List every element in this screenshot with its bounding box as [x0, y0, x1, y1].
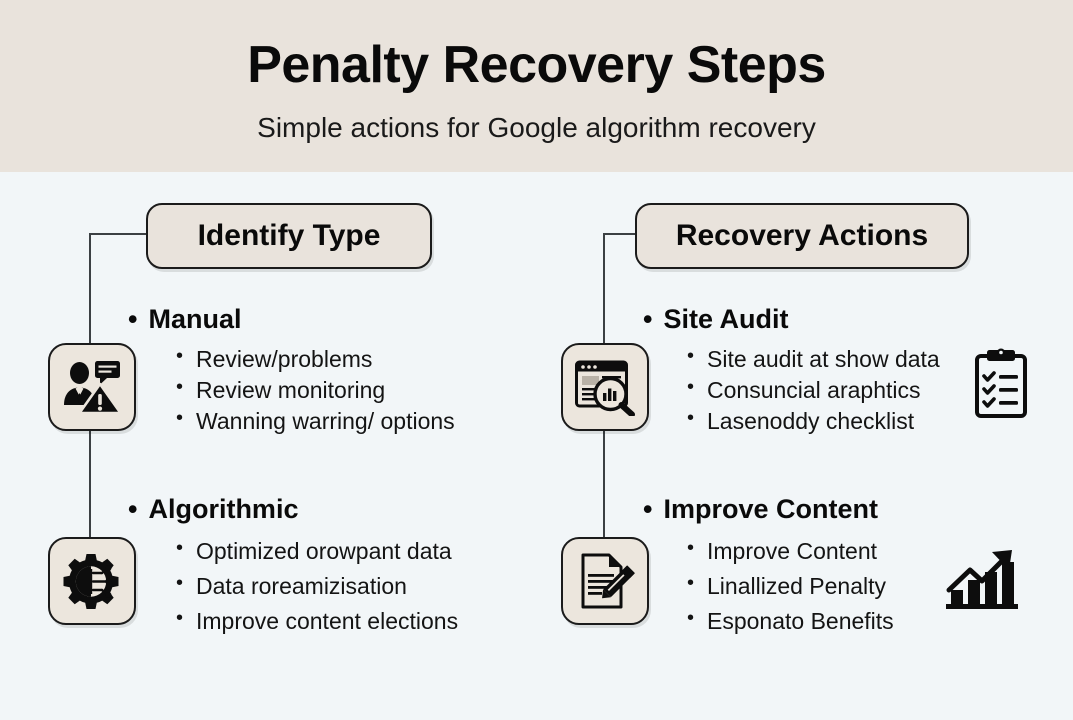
list-item: Esponato Benefits: [685, 603, 894, 639]
sublist-algorithmic: Optimized orowpant data Data roreamizisa…: [174, 533, 458, 639]
list-item: Wanning warring/ options: [174, 405, 455, 437]
list-item: Review monitoring: [174, 374, 455, 406]
group-site-audit: • Site Audit Site audit at show data Con…: [643, 304, 940, 437]
sublist-manual: Review/problems Review monitoring Wannin…: [174, 343, 455, 437]
group-title-row: • Manual: [128, 304, 455, 335]
connector-right-horizontal: [604, 233, 638, 235]
connector-right-vertical-bottom: [603, 427, 605, 539]
column-header-label: Recovery Actions: [675, 219, 929, 252]
list-item: Consuncial araphtics: [685, 374, 940, 406]
connector-left-vertical-bottom: [89, 427, 91, 539]
bullet-icon: •: [643, 304, 653, 334]
column-header-label: Identify Type: [197, 219, 381, 252]
icon-tile-improve-content[interactable]: [561, 537, 649, 625]
list-item: Data roreamizisation: [174, 568, 458, 604]
group-manual: • Manual Review/problems Review monitori…: [128, 304, 455, 437]
list-item: Review/problems: [174, 343, 455, 375]
group-title: Improve Content: [663, 494, 878, 524]
page-subtitle: Simple actions for Google algorithm reco…: [257, 112, 816, 143]
sublist-improve-content: Improve Content Linallized Penalty Espon…: [685, 533, 894, 639]
list-item: Linallized Penalty: [685, 568, 894, 604]
bullet-icon: •: [128, 304, 138, 334]
list-item: Improve Content: [685, 533, 894, 569]
list-item: Site audit at show data: [685, 343, 940, 375]
group-title: Algorithmic: [148, 494, 299, 524]
connector-right-vertical-top: [603, 233, 605, 345]
connector-left-horizontal: [90, 233, 150, 235]
icon-tile-site-audit[interactable]: [561, 343, 649, 431]
column-header-identify-type[interactable]: Identify Type: [146, 203, 432, 269]
gear-circuit-icon: [62, 552, 122, 610]
person-warning-icon: [62, 358, 122, 416]
bullet-icon: •: [128, 494, 138, 524]
sublist-site-audit: Site audit at show data Consuncial araph…: [685, 343, 940, 437]
list-item: Optimized orowpant data: [174, 533, 458, 569]
clipboard-checklist-icon: [973, 348, 1029, 425]
group-title-row: • Site Audit: [643, 304, 940, 335]
column-header-recovery-actions[interactable]: Recovery Actions: [635, 203, 969, 269]
page-title: Penalty Recovery Steps: [247, 36, 826, 94]
bullet-icon: •: [643, 494, 653, 524]
site-audit-magnifier-icon: [574, 358, 636, 416]
icon-tile-manual[interactable]: [48, 343, 136, 431]
connector-left-vertical-top: [89, 233, 91, 345]
list-item: Lasenoddy checklist: [685, 405, 940, 437]
group-improve-content: • Improve Content Improve Content Linall…: [643, 494, 894, 639]
document-pencil-icon: [575, 552, 635, 610]
group-title-row: • Algorithmic: [128, 494, 458, 525]
group-title-row: • Improve Content: [643, 494, 894, 525]
group-title: Manual: [148, 304, 242, 334]
header-band: [0, 0, 1073, 172]
growth-chart-icon: [944, 546, 1020, 617]
list-item: Improve content elections: [174, 603, 458, 639]
group-title: Site Audit: [663, 304, 789, 334]
group-algorithmic: • Algorithmic Optimized orowpant data Da…: [128, 494, 458, 639]
icon-tile-algorithmic[interactable]: [48, 537, 136, 625]
